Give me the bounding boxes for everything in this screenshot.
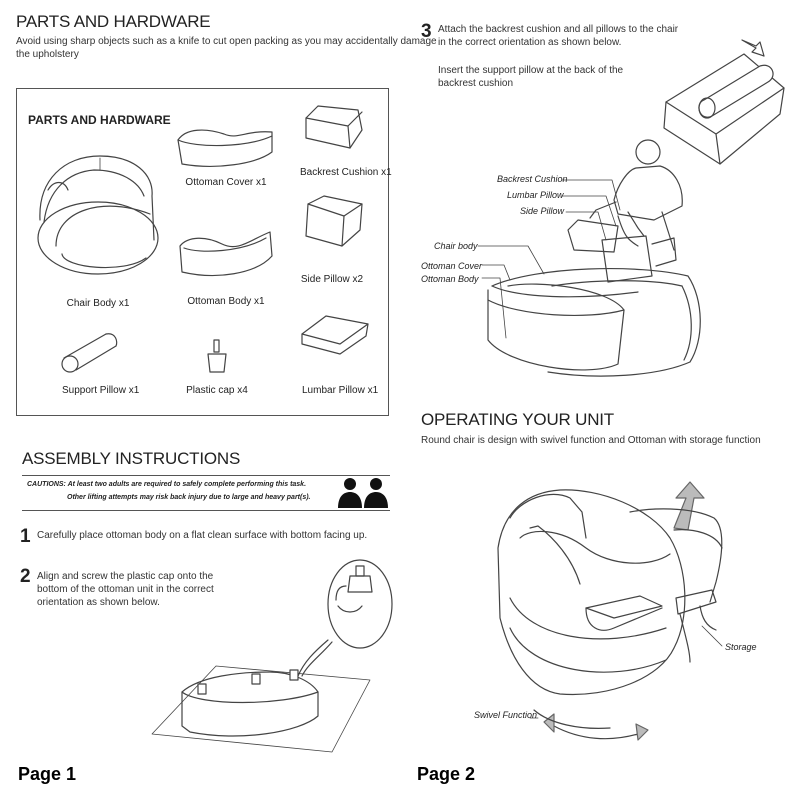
label-lumbar-pillow: Lumbar Pillow [507,190,564,200]
label-ottoman-body: Ottoman Body [421,274,479,284]
plastic-cap-caption: Plastic cap x4 [186,385,248,396]
parts-box-title: PARTS AND HARDWARE [28,113,171,127]
chair-body-illustration [37,155,159,275]
step3-line1: Attach the backrest cushion and all pill… [438,24,679,35]
step2-line3: orientation as shown below. [37,597,160,608]
step2-number: 2 [20,566,31,587]
caution-line1: CAUTIONS: At least two adults are requir… [27,481,307,488]
lumbar-pillow-caption: Lumbar Pillow x1 [302,385,379,396]
ottoman-cover-illustration [177,129,273,167]
storage-label: Storage [725,642,757,652]
backrest-cushion-caption: Backrest Cushion x1 [300,167,392,178]
caution-line2: Other lifting attempts may risk back inj… [67,494,311,501]
label-leader-lines [477,179,621,339]
swivel-function-label: Swivel Function [474,710,538,720]
operating-title: OPERATING YOUR UNIT [421,410,614,429]
cap-installation-illustration [151,559,393,753]
label-side-pillow: Side Pillow [520,206,565,216]
parts-box [16,88,389,416]
packing-warning-line1: Avoid using sharp objects such as a knif… [16,36,437,47]
step3-number: 3 [421,21,432,42]
assembly-divider-top [22,475,390,476]
label-chair-body: Chair body [434,241,478,251]
assembly-divider-bottom [22,510,390,511]
step3-line2: in the correct orientation as shown belo… [438,37,622,48]
operating-description: Round chair is design with swivel functi… [421,435,761,446]
assembly-instructions-title: ASSEMBLY INSTRUCTIONS [22,449,241,468]
page1-title: PARTS AND HARDWARE [16,12,211,31]
chair-body-caption: Chair Body x1 [66,298,130,309]
support-pillow-insert-illustration [663,39,785,165]
packing-warning-line2: the upholstery [16,49,79,60]
step1-number: 1 [20,526,31,547]
ottoman-cover-caption: Ottoman Cover x1 [185,177,267,188]
lumbar-pillow-illustration [301,315,369,355]
ottoman-body-caption: Ottoman Body x1 [187,296,265,307]
side-pillow-illustration [305,195,363,247]
ottoman-body-illustration [179,231,273,277]
swivel-storage-illustration [497,481,723,741]
plastic-cap-illustration [207,339,227,373]
page2-label: Page 2 [417,764,476,784]
step2-line1: Align and screw the plastic cap onto the [37,571,214,582]
side-pillow-caption: Side Pillow x2 [300,274,364,285]
step1-text: Carefully place ottoman body on a flat c… [37,530,368,541]
step3-line4: backrest cushion [438,78,514,89]
support-pillow-caption: Support Pillow x1 [62,385,140,396]
step3-line3: Insert the support pillow at the back of… [438,65,624,76]
backrest-cushion-illustration [305,105,363,149]
label-backrest-cushion: Backrest Cushion [497,174,568,184]
label-ottoman-cover: Ottoman Cover [421,261,483,271]
assembly-scene-illustration [487,139,701,377]
page1-label: Page 1 [18,764,77,784]
step2-line2: bottom of the ottoman unit in the correc… [37,584,214,595]
support-pillow-illustration [61,333,118,373]
two-person-lift-icon [338,478,388,508]
